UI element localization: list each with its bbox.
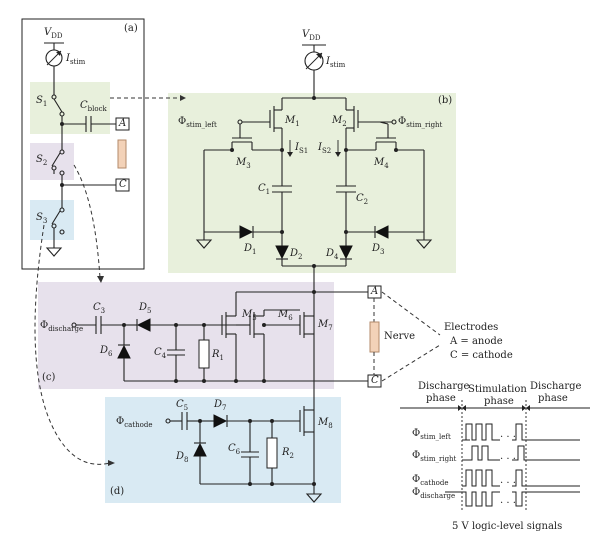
signal-stim-left [462,423,580,441]
cblock-label: Cblock [80,100,107,113]
d6-label: D6 [100,345,113,358]
phi-stim-right-label: Φstim_right [398,116,443,129]
timing-caption: 5 V logic-level signals [452,521,563,532]
phi-discharge-label: Φdischarge [40,320,84,333]
panel-label-c: (c) [42,372,56,383]
m8-label: M8 [318,417,333,430]
panel-a-blue-region [30,200,74,240]
c3-label: C3 [93,302,106,315]
d1-label: D1 [244,243,257,256]
panel-b-circuit [195,44,433,268]
s2-label: S2 [36,154,48,167]
d5-label: D5 [139,302,152,315]
nerve-label: Nerve [384,331,416,342]
d3-label: D3 [372,243,385,256]
dots-2: . . . [500,451,516,462]
d7-label: D7 [214,399,227,412]
signal-label-discharge: Φdischarge [412,487,456,500]
panel-label-b: (b) [438,95,453,106]
electrodes-cathode: C = cathode [450,350,513,361]
panel-d-circuit [165,406,323,503]
istim-label-a: Istim [66,53,86,66]
signal-stim-right [462,445,580,461]
d2-label: D2 [290,248,303,261]
vdd-label-b: VDD [302,29,321,42]
panel-label-a: (a) [124,23,138,34]
m2-label: M2 [332,115,347,128]
m6-label: M6 [278,309,293,322]
c5-label: C5 [176,399,189,412]
signal-label-stim-right: Φstim_right [412,450,457,463]
vdd-label-a: VDD [44,27,63,40]
m3-label: M3 [236,157,251,170]
panel-b-background [168,93,456,273]
dots-4: . . . [500,495,516,506]
electrodes-anode: A = anode [450,336,503,347]
signal-discharge [445,491,580,507]
m4-label: M4 [374,157,389,170]
timing-diagram [400,400,590,512]
node-c-label-c: C [371,375,379,386]
panel-d-background [105,397,341,503]
d4-label: D4 [326,248,339,261]
dots-1: . . . [500,429,516,440]
phase-discharge-2-b: phase [538,393,568,404]
m5-label: M5 [242,309,257,322]
r1-label: R1 [212,349,224,362]
m1-label: M1 [285,115,300,128]
phi-cathode-label: Φcathode [116,416,153,429]
c1-label: C1 [258,183,271,196]
panel-a-circuit [44,42,130,257]
phase-stim-a: Stimulation [468,384,527,395]
s3-label: S3 [36,212,48,225]
electrodes-title: Electrodes [444,322,499,333]
nerve-resistor-a [117,139,127,169]
panel-a-green-region [30,82,110,134]
arrow-to-c [73,164,101,279]
m7-label: M7 [318,319,333,332]
phase-discharge-2-a: Discharge [530,381,582,392]
panel-label-d: (d) [110,486,125,497]
panel-c-background [38,282,334,389]
istim-label-b: Istim [326,56,346,69]
arrow-to-d [34,224,111,465]
dots-3: . . . [500,475,516,486]
phi-stim-left-label: Φstim_left [178,116,217,129]
panel-a-purple-region [30,143,74,180]
is2-label: IS2 [318,142,332,155]
node-c-label-a: C [119,179,127,190]
phase-discharge-1-b: phase [426,393,456,404]
signal-cathode [462,469,580,487]
r2-label: R2 [282,447,294,460]
c4-label: C4 [154,347,167,360]
d8-label: D8 [176,451,189,464]
c6-label: C6 [228,443,241,456]
c2-label: C2 [356,193,369,206]
signal-label-cathode: Φcathode [412,474,449,487]
s1-label: S1 [36,95,48,108]
node-a-label-c: A [371,286,379,297]
signal-label-stim-left: Φstim_left [412,428,451,441]
panel-c-circuit [71,285,441,388]
phase-discharge-1-a: Discharge [418,381,470,392]
is1-label: IS1 [295,142,309,155]
node-a-label-a: A [119,118,127,129]
phase-stim-b: phase [484,396,514,407]
